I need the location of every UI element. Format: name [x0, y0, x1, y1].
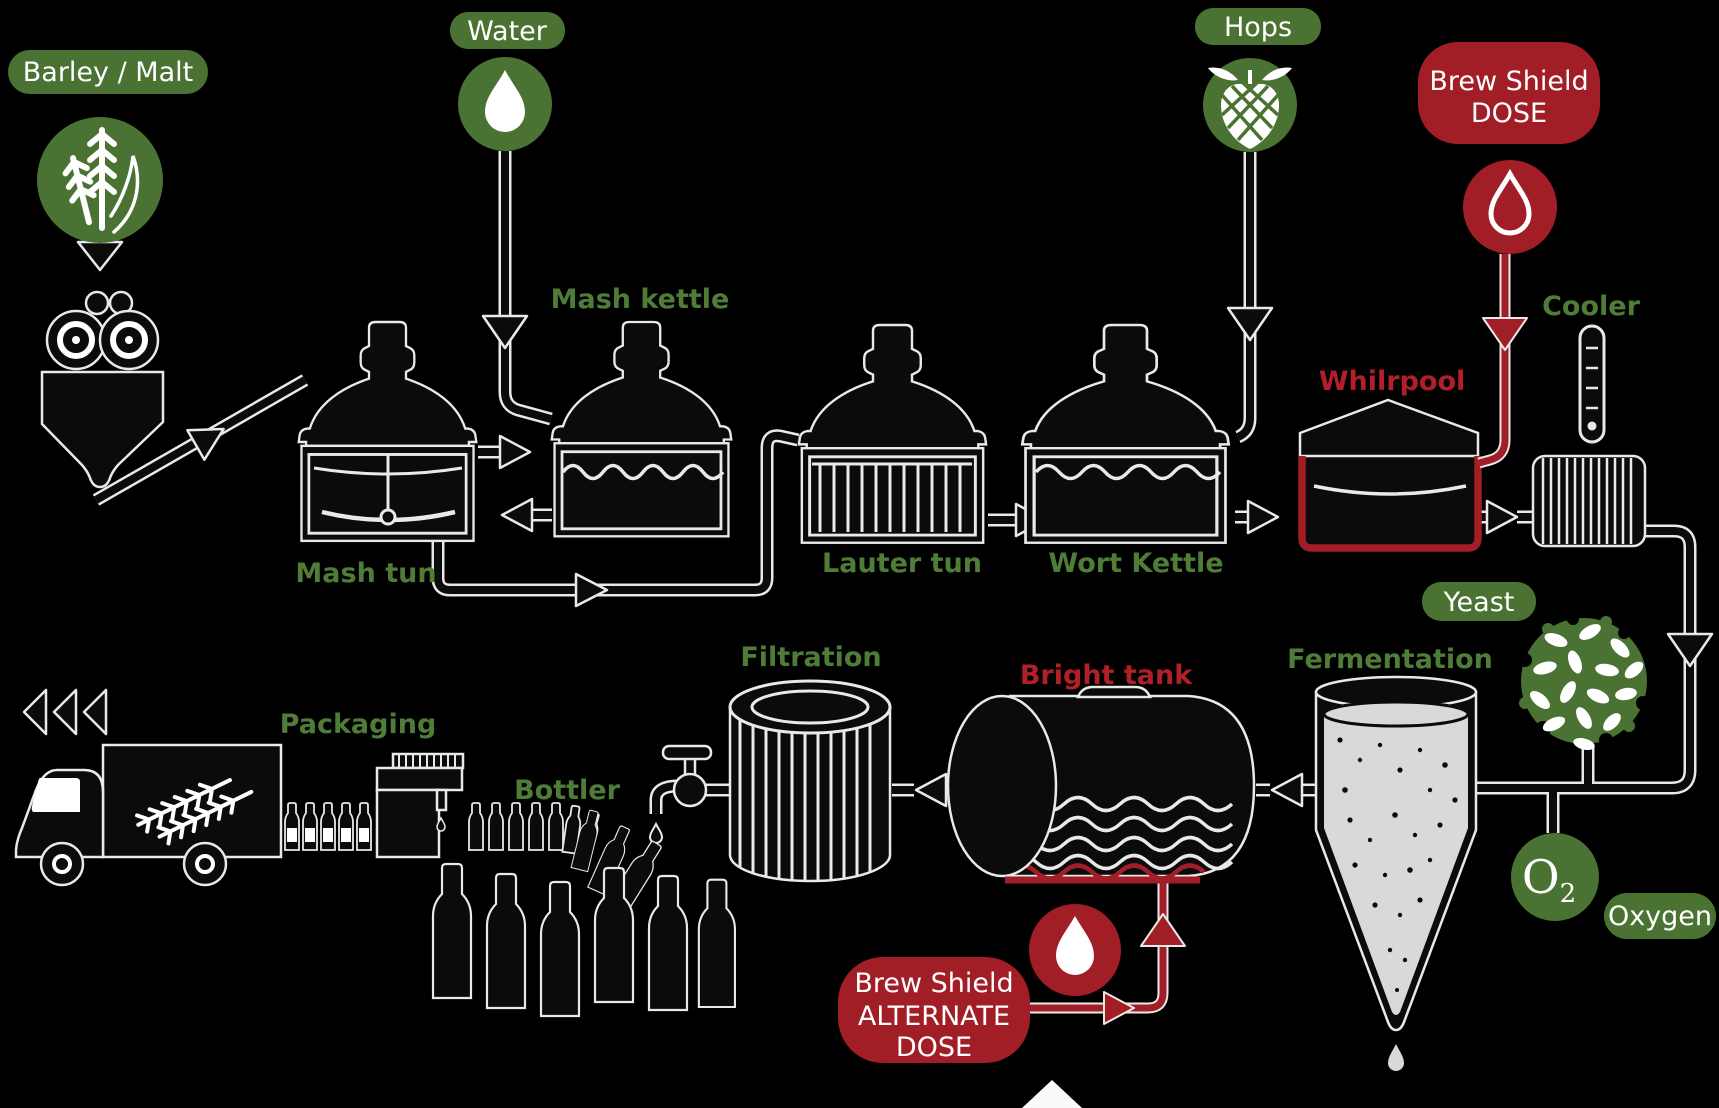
- down-arrow-icon: [1482, 317, 1528, 351]
- bottler-label: Bottler: [514, 775, 621, 806]
- hops-node: Hops: [1195, 8, 1321, 152]
- cooler-unit: [1531, 324, 1647, 548]
- down-arrow-icon: [481, 314, 529, 350]
- left-arrow-icon: [914, 772, 948, 808]
- alt-line1: Brew Shield: [854, 968, 1013, 999]
- yeast-icon: [1518, 613, 1650, 751]
- barley-node: Barley / Malt: [8, 50, 208, 243]
- mash-kettle-liquid: [561, 463, 725, 481]
- fermenter-drip: [1388, 1044, 1404, 1071]
- mash-tun-label: Mash tun: [295, 558, 436, 589]
- cooler-coil: [1531, 454, 1647, 548]
- conveyor-arrow-icon: [186, 427, 225, 461]
- filtration-ribs: [738, 719, 872, 881]
- hops-pill: [1195, 8, 1321, 45]
- right-arrow-icon: [498, 434, 532, 470]
- white-triangle-artifact: [1022, 1080, 1082, 1108]
- wort-kettle-vessel: [1020, 323, 1231, 545]
- tap-drip: [648, 821, 664, 844]
- labeled-bottles: [284, 802, 372, 851]
- down-arrow-icon: [1226, 306, 1274, 342]
- yeast-pill: [1422, 582, 1536, 621]
- lauter-tun-label: Lauter tun: [822, 548, 982, 579]
- down-arrow-icon: [76, 240, 124, 272]
- brew-shield-dose-line2: DOSE: [1471, 98, 1547, 129]
- fermenter-speckles: [1337, 737, 1458, 992]
- bright-tank-endcap: [946, 694, 1058, 878]
- yeast-node: Yeast: [1422, 582, 1536, 621]
- wheat-glyph: [62, 127, 140, 234]
- bottle-cluster: [431, 862, 736, 1018]
- water-node: Water: [450, 12, 565, 151]
- dosing-lines: [1005, 254, 1528, 1025]
- tap-icon: [648, 744, 713, 844]
- up-arrow-icon: [1140, 913, 1186, 947]
- oxygen-label: Oxygen: [1608, 901, 1712, 932]
- brew-shield-alternate-node: Brew Shield ALTERNATE DOSE: [838, 904, 1121, 1063]
- oxygen-node: O2 Oxygen: [1511, 833, 1716, 939]
- brew-shield-alternate-pill: [838, 957, 1030, 1063]
- process-pipes: [76, 151, 1714, 833]
- thermometer-icon: [1578, 324, 1606, 444]
- whirlpool-label: Whilrpool: [1319, 366, 1466, 397]
- right-arrow-icon: [574, 572, 609, 608]
- wort-kettle-label: Wort Kettle: [1048, 548, 1223, 579]
- packaging-label: Packaging: [280, 709, 437, 740]
- wheat-logo-icon: [135, 778, 254, 846]
- o2-icon: [1511, 833, 1599, 921]
- bright-tank-label: Bright tank: [1020, 660, 1193, 691]
- hops-label: Hops: [1224, 12, 1292, 43]
- chevrons-left-icon: [22, 688, 108, 736]
- o2-formula: O2: [1522, 850, 1576, 909]
- oxygen-pill: [1604, 893, 1716, 939]
- dose-drop-icon: [1463, 160, 1557, 254]
- mash-kettle-label: Mash kettle: [551, 284, 730, 315]
- truck-window: [31, 778, 80, 812]
- brew-shield-dose-line1: Brew Shield: [1429, 66, 1588, 97]
- right-arrow-icon: [1485, 499, 1519, 535]
- truck-icon: [14, 688, 283, 887]
- barley-label: Barley / Malt: [23, 57, 193, 88]
- bright-tank-hatch: [1076, 685, 1152, 699]
- mash-tun-stirrer: [313, 455, 463, 526]
- mash-kettle-vessel: [550, 320, 733, 538]
- left-arrow-icon: [500, 497, 534, 533]
- cooler-label: Cooler: [1542, 291, 1640, 322]
- grain-mill-icon: [40, 290, 165, 489]
- lauter-tun-vessel: [797, 323, 988, 545]
- alt-line2: ALTERNATE: [858, 1001, 1010, 1032]
- bottler-machine: [375, 752, 465, 859]
- down-arrow-icon: [1666, 632, 1714, 668]
- filtration-vessel: [728, 679, 892, 883]
- barley-pill: [8, 50, 208, 94]
- fermentation-label: Fermentation: [1287, 644, 1493, 675]
- fermenter-vessel: [1314, 675, 1478, 1071]
- lauter-tun-slats: [812, 462, 972, 532]
- brew-shield-dose-pill: [1418, 42, 1600, 144]
- water-label: Water: [467, 16, 548, 47]
- brew-shield-dose-node: Brew Shield DOSE: [1418, 42, 1600, 254]
- bright-tank-vessel: [946, 685, 1256, 881]
- water-pill: [450, 12, 565, 49]
- wort-kettle-liquid: [1034, 463, 1222, 481]
- yeast-label: Yeast: [1443, 587, 1515, 618]
- filtration-label: Filtration: [740, 642, 881, 673]
- whirlpool-vessel: [1298, 398, 1482, 552]
- alt-line3: DOSE: [896, 1032, 972, 1063]
- left-arrow-icon: [1270, 772, 1304, 808]
- right-arrow-icon: [1103, 991, 1135, 1025]
- right-arrow-icon: [1246, 499, 1280, 535]
